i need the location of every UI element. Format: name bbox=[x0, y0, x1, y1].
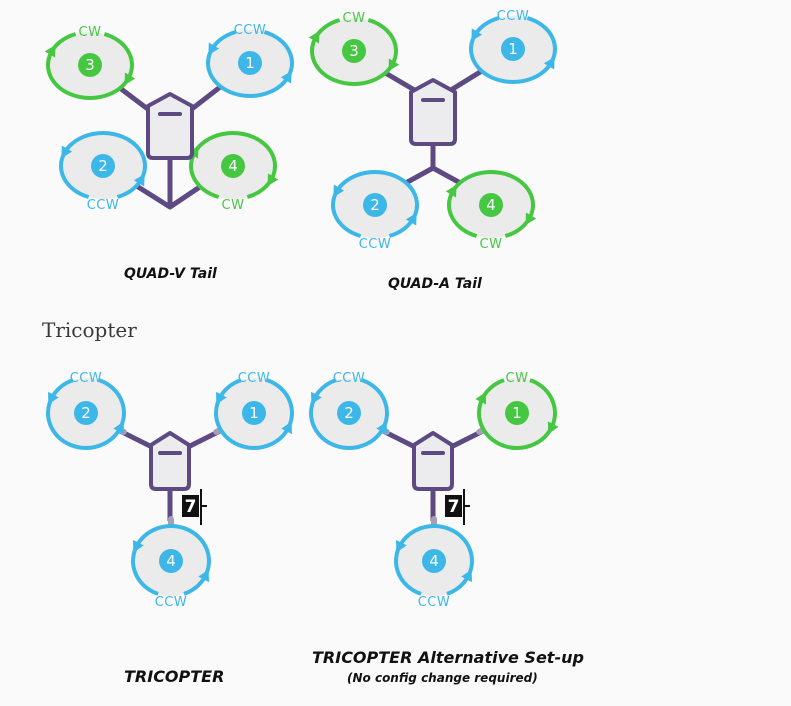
diagram-tricopter-motor-4-arrow-icon-0 bbox=[133, 539, 144, 553]
diagram-quad-a-tail-motor-3-badge bbox=[342, 39, 366, 63]
diagram-tricopter-motor-2-arrow-icon-0 bbox=[48, 391, 59, 405]
diagram-tricopter-motor-2-number: 2 bbox=[81, 404, 91, 422]
diagram-quad-a-tail-motor-1-arrow-icon-1 bbox=[543, 56, 555, 70]
diagram-quad-a-tail-body bbox=[409, 78, 457, 146]
subcaption-tricopter-alt: (No config change required) bbox=[347, 671, 538, 685]
diagram-tricopter-alternative-set-up-motor-2-number: 2 bbox=[344, 404, 354, 422]
diagram-tricopter-alternative-set-up-motor-4-badge bbox=[422, 549, 446, 573]
diagram-quad-a-tail-motor-2-direction-label: CCW bbox=[359, 237, 392, 252]
diagram-quad-v-tail-motor-3-number: 3 bbox=[85, 56, 95, 74]
diagram-tricopter-motor-2-badge bbox=[74, 401, 98, 425]
diagram-tricopter-alternative-set-up-motor-1-arrow-icon-1 bbox=[547, 421, 559, 435]
diagram-quad-a-tail-motor-1-badge bbox=[501, 37, 525, 61]
diagram-quad-a-tail-motor-3-arrow-icon-1 bbox=[388, 58, 400, 71]
diagram-tricopter-motor-4-number: 4 bbox=[166, 552, 176, 570]
diagram-quad-v-tail-motor-1-badge bbox=[238, 51, 262, 75]
diagram-tricopter-motor-2-arrow-icon-1 bbox=[113, 421, 124, 435]
diagram-tricopter-alternative-set-up-motor-2-arrow-icon-0 bbox=[311, 391, 322, 405]
diagram-quad-a-tail-motor-4-arrow-icon-0 bbox=[445, 185, 457, 198]
diagram-quad-a-tail-motor-4-arrow-icon-1 bbox=[525, 212, 537, 225]
diagram-tricopter-alternative-set-up-motor-4-arrow-icon-1 bbox=[461, 569, 472, 583]
diagram-tricopter-motor-4-direction-label: CCW bbox=[155, 595, 188, 610]
diagram-tricopter-motor-1-arrow-icon-1 bbox=[281, 421, 292, 435]
diagram-quad-a-tail-motor-2-number: 2 bbox=[370, 196, 380, 214]
diagram-quad-a-tail-motor-2-arrow-icon-1 bbox=[405, 212, 417, 226]
diagram-tricopter-motor-1-arrow-icon-0 bbox=[216, 391, 227, 405]
diagram-tricopter-servo-label: 7 bbox=[185, 497, 197, 517]
diagram-quad-a-tail-motor-4-number: 4 bbox=[486, 196, 496, 214]
diagram-tricopter-motor-1-badge bbox=[242, 401, 266, 425]
diagram-tricopter-alternative-set-up-body bbox=[412, 431, 454, 491]
caption-quad-a: QUAD-A Tail bbox=[388, 276, 482, 292]
diagram-tricopter-motor-4-arrow-icon-1 bbox=[198, 569, 209, 583]
caption-tricopter-alt: TRICOPTER Alternative Set-up bbox=[312, 648, 584, 667]
diagram-tricopter-alternative-set-up-servo-label: 7 bbox=[448, 497, 460, 517]
diagram-quad-v-tail-motor-2-arrow-icon-0 bbox=[61, 145, 73, 159]
diagram-tricopter-alternative-set-up-motor-2-arrow-icon-1 bbox=[376, 421, 387, 435]
diagram-quad-v-tail-motor-1-number: 1 bbox=[245, 54, 255, 72]
diagram-quad-v-tail-motor-3-arrow-icon-1 bbox=[124, 72, 136, 85]
diagram-quad-a-tail-motor-3-arrow-icon-0 bbox=[308, 31, 320, 44]
diagram-tricopter-alternative-set-up-motor-2-badge bbox=[337, 401, 361, 425]
diagram-quad-v-tail-body bbox=[146, 92, 194, 160]
diagram-quad-v-tail-motor-1-direction-label: CCW bbox=[234, 23, 267, 38]
diagram-tricopter-motor-1-direction-label: CCW bbox=[238, 371, 271, 386]
diagram-tricopter-motor-1-number: 1 bbox=[249, 404, 259, 422]
diagram-tricopter-motor-2-direction-label: CCW bbox=[70, 371, 103, 386]
diagram-quad-v-tail-motor-4-badge bbox=[221, 154, 245, 178]
diagram-quad-v-tail-motor-1-arrow-icon-1 bbox=[280, 70, 292, 84]
diagram-quad-a-tail-motor-3-number: 3 bbox=[349, 42, 359, 60]
diagram-tricopter-alternative-set-up-motor-4-arrow-icon-0 bbox=[396, 539, 407, 553]
caption-quad-v: QUAD-V Tail bbox=[124, 266, 217, 282]
section-heading-tricopter: Tricopter bbox=[42, 318, 137, 342]
diagram-quad-v-tail-motor-3-arrow-icon-0 bbox=[44, 45, 56, 58]
diagram-quad-v-tail-motor-4-arrow-icon-1 bbox=[267, 173, 279, 186]
diagram-quad-v-tail-motor-3-badge bbox=[78, 53, 102, 77]
diagram-quad-a-tail-motor-1-arrow-icon-0 bbox=[471, 28, 483, 42]
diagram-quad-v-tail-motor-4-direction-label: CW bbox=[222, 198, 245, 213]
diagram-tricopter-alternative-set-up-motor-1-badge bbox=[505, 401, 529, 425]
diagram-quad-v-tail-motor-2-number: 2 bbox=[98, 157, 108, 175]
diagram-quad-a-tail-motor-1-direction-label: CCW bbox=[497, 9, 530, 24]
diagram-tricopter-motor-4-badge bbox=[159, 549, 183, 573]
diagram-quad-v-tail-motor-1-arrow-icon-0 bbox=[208, 42, 220, 56]
diagram-quad-v-tail-motor-2-badge bbox=[91, 154, 115, 178]
diagram-tricopter-alternative-set-up-motor-1-arrow-icon-0 bbox=[475, 391, 487, 405]
diagram-quad-a-tail-motor-3-direction-label: CW bbox=[343, 11, 366, 26]
diagram-quad-a-tail-motor-2-badge bbox=[363, 193, 387, 217]
diagram-quad-a-tail-motor-1-number: 1 bbox=[508, 40, 518, 58]
diagram-quad-a-tail-motor-4-badge bbox=[479, 193, 503, 217]
diagram-tricopter-alternative-set-up-motor-1-direction-label: CW bbox=[506, 371, 529, 386]
diagram-quad-a-tail-motor-4-direction-label: CW bbox=[480, 237, 503, 252]
diagram-tricopter-alternative-set-up-motor-4-number: 4 bbox=[429, 552, 439, 570]
diagram-quad-a-tail-motor-2-arrow-icon-0 bbox=[333, 184, 345, 198]
diagram-quad-v-tail-motor-4-number: 4 bbox=[228, 157, 238, 175]
diagram-tricopter-alternative-set-up-motor-2-direction-label: CCW bbox=[333, 371, 366, 386]
diagram-tricopter-servo-icon bbox=[182, 495, 199, 517]
diagram-tricopter-alternative-set-up-motor-4-direction-label: CCW bbox=[418, 595, 451, 610]
diagram-tricopter-alternative-set-up-motor-1-number: 1 bbox=[512, 404, 522, 422]
diagram-quad-v-tail-motor-3-direction-label: CW bbox=[79, 25, 102, 40]
caption-tricopter: TRICOPTER bbox=[124, 667, 225, 686]
diagram-quad-v-tail-motor-2-direction-label: CCW bbox=[87, 198, 120, 213]
diagram-quad-v-tail-motor-2-arrow-icon-1 bbox=[133, 173, 145, 187]
diagram-tricopter-alternative-set-up-servo-icon bbox=[445, 495, 462, 517]
diagram-tricopter-body bbox=[149, 431, 191, 491]
